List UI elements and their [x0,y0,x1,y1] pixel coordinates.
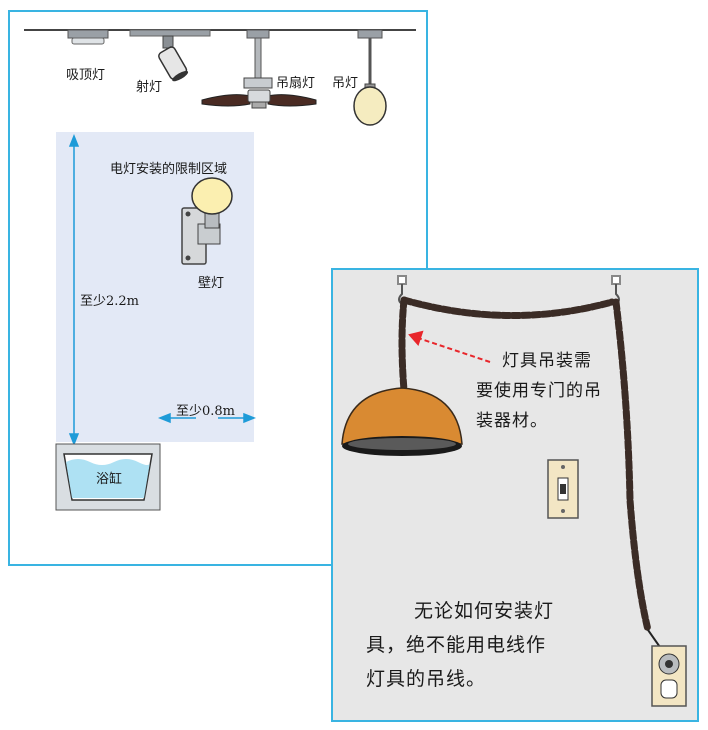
callout-line-3: 装器材。 [476,411,548,431]
warning-line-1: 无论如何安装灯 [414,600,555,622]
light-switch-icon [547,459,579,519]
distance-arrow-icon [157,412,257,424]
chain-icon [398,296,652,634]
spot-light-icon [129,29,211,82]
warning-line-2: 具，绝不能用电线作 [366,634,547,656]
pendant-light-label: 吊灯 [332,76,359,91]
callout-arrow-icon [408,330,491,363]
ceiling-fan-label: 吊扇灯 [276,76,316,91]
ceiling-fan-icon [201,29,317,109]
wall-light-icon [181,177,233,265]
bathtub-icon [55,443,161,511]
pendant-light-icon [353,29,387,126]
height-arrow-icon [68,133,80,447]
warning-line-3: 灯具的吊线。 [366,668,487,690]
callout-line-1: 灯具吊装需 [502,351,592,371]
wall-light-label: 壁灯 [198,276,225,291]
zone-title: 电灯安装的限制区域 [110,162,228,177]
callout-line-2: 要使用专门的吊 [476,381,602,401]
distance-label: 至少0.8m [176,404,236,419]
ceiling-light-icon [67,29,109,45]
power-outlet-icon [651,645,687,707]
bathtub-label: 浴缸 [96,472,123,487]
hook-icon [397,275,621,305]
right-panel [331,268,699,722]
ceiling-light-label: 吸顶灯 [66,68,106,83]
height-label: 至少2.2m [80,294,140,309]
spot-light-label: 射灯 [136,80,163,95]
lamp-shade-icon [341,387,463,456]
